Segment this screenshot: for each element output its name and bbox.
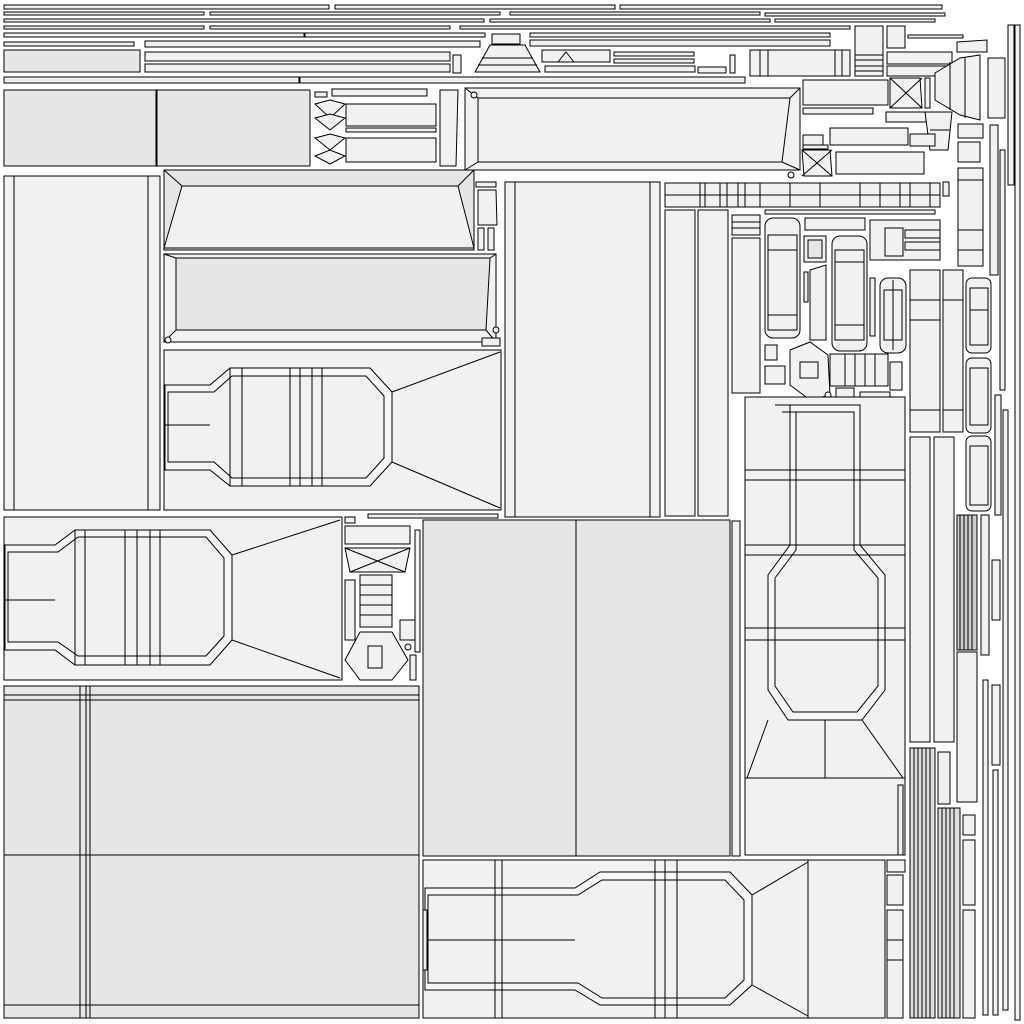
- uv-island-center-trapezoid-b: [163, 253, 501, 347]
- uv-island-top-strips: [3, 4, 946, 48]
- uv-island-right-header-parts: [801, 77, 999, 276]
- uv-island-vent-details: [313, 88, 459, 167]
- uv-island-top-mid-boxes: [541, 49, 851, 77]
- uv-island-seat-vertical: [744, 396, 906, 856]
- uv-island-center-double-panel: [422, 519, 741, 857]
- uv-island-small-cluster: [344, 513, 499, 681]
- uv-island-triangular-bracket: [764, 341, 903, 401]
- uv-island-top-left-panels: [3, 49, 746, 84]
- uv-island-middle-tall-panel: [504, 181, 661, 518]
- uv-island-seat-a: [163, 349, 502, 511]
- uv-island-bottom-left-panels: [3, 685, 420, 1019]
- uv-island-vertical-strips: [664, 209, 761, 517]
- uv-island-left-double-panel: [3, 89, 311, 167]
- uv-island-left-large-panel: [3, 175, 161, 511]
- uv-island-seat-b: [3, 516, 343, 681]
- uv-island-top-trapezoid: [474, 33, 541, 73]
- uv-island-mechanical-parts: [764, 217, 992, 512]
- uv-island-center-trapezoid-a: [163, 169, 498, 251]
- uv-island-top-center-trapezoid: [464, 87, 801, 179]
- uv-island-seat-bottom: [422, 859, 886, 1019]
- uv-island-right-strips: [886, 149, 1009, 1019]
- uv-island-top-right-cluster: [854, 24, 1021, 1021]
- uv-island-grille-bar: [664, 182, 941, 215]
